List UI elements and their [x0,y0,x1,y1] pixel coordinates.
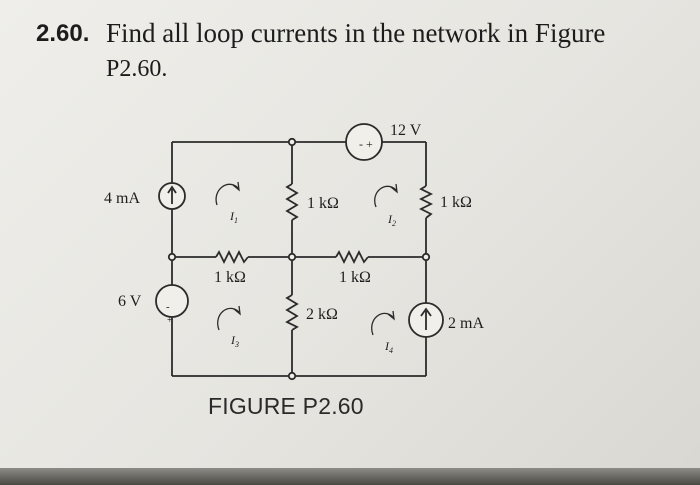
node-bottom-center [287,371,297,381]
label-r-center-top: 1 kΩ [307,195,339,212]
node-middle-center [287,252,297,262]
node-middle-left [167,252,177,262]
label-i3: I [230,333,236,347]
loop-arrows [215,181,398,336]
node-top-center [287,137,297,147]
label-r-right-top: 1 kΩ [440,194,472,211]
loop-arrow-i2 [374,185,397,208]
current-source-2ma [408,302,444,338]
voltage-source-6v [155,284,189,318]
loop-arrow-i1 [215,183,239,206]
label-2ma: 2 mA [448,315,484,332]
problem-text-line1: Find all loop currents in the network in… [106,18,606,48]
textbook-page [0,0,700,468]
figure-caption: FIGURE P2.60 [208,393,364,419]
table-edge [0,468,700,485]
circuit-diagram: - + - + 12 V 4 mA 6 V 2 mA 1 kΩ 1 kΩ 1 k… [104,122,484,381]
resistor-middle-left [215,249,249,265]
label-i4-sub: 4 [389,346,393,355]
label-i4: I [384,339,390,353]
problem-number: 2.60. [36,20,90,47]
nodes [167,137,431,381]
polarity-minus-6v: - [166,301,170,313]
label-i1: I [229,209,235,223]
label-r-middle-left: 1 kΩ [214,269,246,286]
polarity-plus: + [366,137,373,151]
label-i2-sub: 2 [392,219,396,228]
polarity-plus-6v: + [167,315,173,326]
label-4ma: 4 mA [104,190,140,207]
label-12v: 12 V [390,122,422,139]
resistor-middle-right [335,249,369,265]
label-6v: 6 V [118,293,142,310]
node-middle-right [421,252,431,262]
resistor-right-top [418,185,434,219]
label-i3-sub: 3 [234,340,239,349]
label-i2: I [387,212,393,226]
resistor-center-top [285,183,299,221]
polarity-minus: - [359,137,363,151]
loop-arrow-i4 [371,312,394,336]
label-i1-sub: 1 [234,216,238,225]
problem-text-line2: P2.60. [106,56,168,82]
voltage-source-12v [345,123,383,161]
loop-arrow-i3 [217,307,240,331]
current-source-4ma [158,182,186,210]
label-r-center-bottom: 2 kΩ [306,306,338,323]
resistor-center-bottom [285,294,299,331]
label-r-middle-right: 1 kΩ [339,269,371,286]
